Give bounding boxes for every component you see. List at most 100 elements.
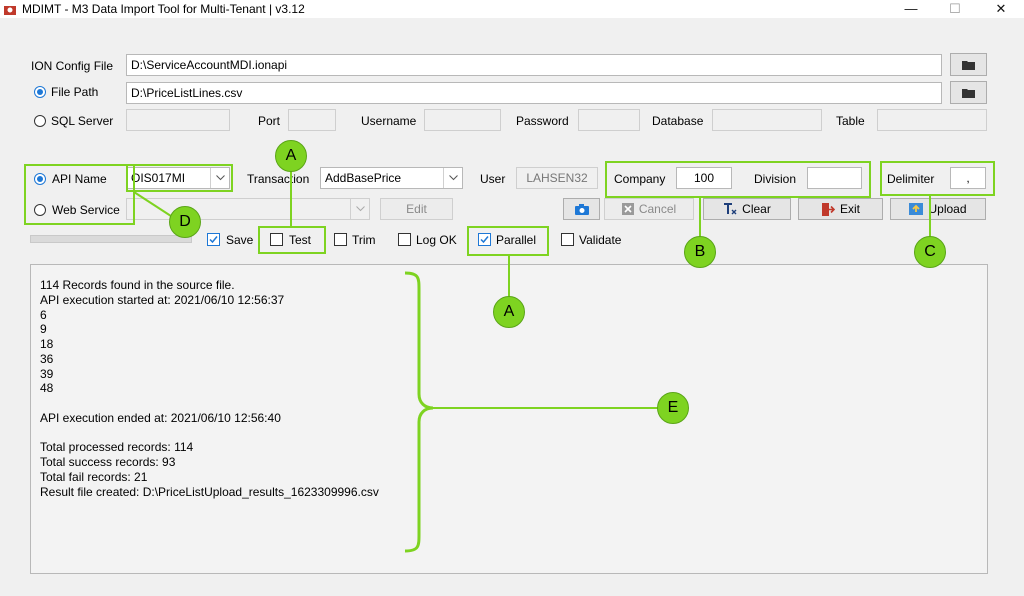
parallel-checkbox[interactable] [478,233,491,246]
web-service-label: Web Service [52,203,120,217]
validate-checkbox[interactable] [561,233,574,246]
port-input[interactable] [288,109,336,131]
table-input[interactable] [877,109,987,131]
connector-d [134,191,175,219]
upload-icon [909,203,924,215]
log-line: 9 [40,322,47,337]
save-checkbox[interactable] [207,233,220,246]
sql-server-radio[interactable] [34,115,46,127]
clear-label: Clear [742,202,771,216]
log-line: API execution started at: 2021/06/10 12:… [40,292,285,307]
window-title: MDIMT - M3 Data Import Tool for Multi-Te… [22,2,305,16]
company-input[interactable]: 100 [676,167,732,189]
browse-ion-button[interactable] [950,53,987,76]
progress-bar [30,235,192,243]
database-input[interactable] [712,109,822,131]
folder-icon [962,88,975,98]
callout-badge-e: E [657,392,689,424]
username-input[interactable] [424,109,501,131]
connector-a-bottom [508,256,510,298]
maximize-button[interactable]: ☐ [949,1,961,16]
browse-file-button[interactable] [950,81,987,104]
chevron-down-icon [210,168,229,188]
port-label: Port [258,114,281,128]
callout-box-apiname [126,164,233,192]
logok-label: Log OK [416,233,457,247]
cancel-label: Cancel [638,202,677,216]
sql-server-input[interactable] [126,109,230,131]
clear-button[interactable]: Clear [703,198,791,220]
delimiter-label: Delimiter [887,172,935,186]
trim-label: Trim [352,233,376,247]
file-path-input[interactable]: D:\PriceListLines.csv [126,82,942,104]
log-line: 36 [40,351,54,366]
folder-icon [962,60,975,70]
transaction-combo[interactable]: AddBasePrice [320,167,463,189]
callout-badge-a-bottom: A [493,296,525,328]
close-button[interactable]: ✕ [995,1,1007,16]
file-path-label: File Path [51,85,99,99]
transaction-label: Transaction [247,172,310,186]
log-line: Total fail records: 21 [40,469,148,484]
log-line: 39 [40,366,54,381]
transaction-value: AddBasePrice [325,171,402,185]
user-label: User [480,172,506,186]
division-input[interactable] [807,167,862,189]
database-label: Database [652,114,704,128]
log-line: Result file created: D:\PriceListUpload_… [40,484,379,499]
validate-label: Validate [579,233,622,247]
log-line: 18 [40,337,54,351]
api-name-radio[interactable] [34,173,46,185]
username-label: Username [361,114,417,128]
save-label: Save [226,233,254,247]
delimiter-input[interactable]: , [950,167,986,189]
callout-badge-b: B [684,236,716,268]
edit-button[interactable]: Edit [380,198,453,220]
callout-box-a-test [258,226,326,254]
web-service-radio[interactable] [34,204,46,216]
log-line: 48 [40,381,54,396]
log-line: API execution ended at: 2021/06/10 12:56… [40,410,281,425]
upload-button[interactable]: Upload [890,198,986,220]
company-label: Company [614,172,666,186]
connector-b [699,198,701,238]
log-line: Total processed records: 114 [40,440,194,455]
trim-checkbox[interactable] [334,233,347,246]
callout-box-b [605,161,871,198]
clear-format-icon [724,203,737,215]
cancel-icon [621,203,634,215]
app-icon [4,6,16,15]
log-line: 6 [40,307,47,322]
chevron-down-icon [443,168,462,188]
ion-config-input[interactable]: D:\ServiceAccountMDI.ionapi [126,54,942,76]
api-name-label: API Name [52,172,107,186]
api-name-value: OIS017MI [131,171,186,185]
camera-icon [574,203,589,215]
checkmark-icon [209,236,218,244]
sql-server-label: SQL Server [51,114,114,128]
user-input[interactable]: LAHSEN32 [516,167,598,189]
callout-badge-d: D [169,206,201,238]
exit-button[interactable]: Exit [798,198,883,220]
test-checkbox[interactable] [270,233,283,246]
connector-c [929,196,931,238]
file-path-radio[interactable] [34,86,46,98]
cancel-button[interactable]: Cancel [604,198,694,220]
test-label: Test [289,233,312,247]
division-label: Division [754,172,797,186]
title-bar: MDIMT - M3 Data Import Tool for Multi-Te… [0,0,1024,18]
logok-checkbox[interactable] [398,233,411,246]
minimize-button[interactable]: — [904,1,918,16]
password-label: Password [516,114,569,128]
exit-icon [821,202,835,216]
log-line: 114 Records found in the source file. [40,278,235,292]
chevron-down-icon [350,199,369,219]
callout-badge-c: C [914,236,946,268]
connector-a-top [290,168,292,228]
callout-badge-a-top: A [275,140,307,172]
screenshot-button[interactable] [563,198,600,220]
parallel-label: Parallel [496,233,537,247]
password-input[interactable] [578,109,640,131]
callout-box-d [24,164,135,225]
checkmark-icon [480,236,489,244]
